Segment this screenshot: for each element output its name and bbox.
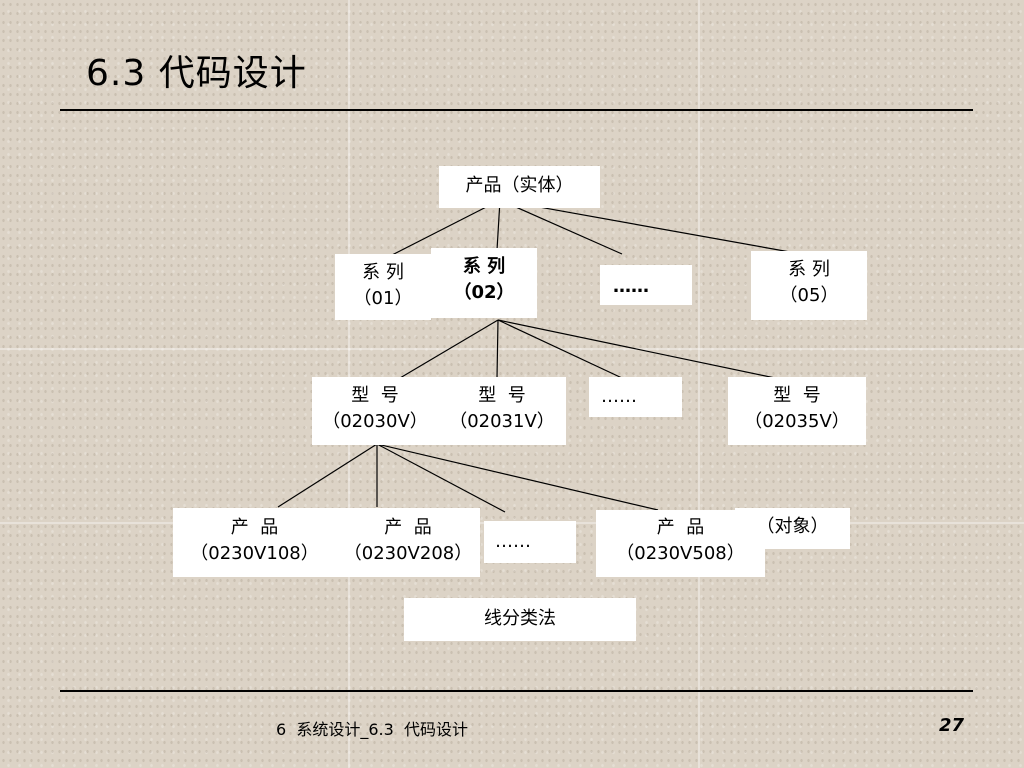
series-node-05: 系 列 （05）	[751, 251, 867, 320]
slide-title: 6.3 代码设计	[86, 53, 307, 94]
root-node: 产品（实体）	[439, 166, 600, 208]
product-node-0230v108: 产 品 （0230V108）	[173, 508, 336, 577]
series-node-title: 系 列	[788, 259, 830, 280]
series-node-code: （05）	[779, 285, 839, 306]
series-node-more: ……	[600, 265, 692, 305]
object-label-box: （对象）	[735, 508, 850, 549]
model-node-02030v: 型 号 （02030V）	[312, 377, 438, 445]
object-label: （对象）	[756, 516, 829, 537]
series-node-02: 系 列 （02）	[431, 248, 537, 318]
model-node-title: 型 号	[478, 385, 526, 406]
edge-root-series-more	[499, 199, 623, 255]
product-node-code: （0230V208）	[343, 543, 473, 564]
product-node-more: ……	[484, 521, 576, 563]
model-node-code: （02030V）	[322, 411, 428, 432]
footer-text: 6 系统设计_6.3 代码设计	[276, 720, 468, 739]
ellipsis-label: ……	[495, 531, 531, 552]
product-node-0230v208: 产 品 （0230V208）	[336, 508, 480, 577]
ellipsis-label: ……	[601, 386, 637, 407]
method-label-box: 线分类法	[404, 598, 636, 641]
edge-series02-model-more	[497, 319, 623, 379]
title-underline	[60, 109, 973, 111]
edge-series02-model-02035v	[497, 319, 776, 379]
series-node-code: （02）	[453, 282, 515, 303]
series-node-title: 系 列	[462, 256, 506, 277]
footer-rule	[60, 690, 973, 692]
model-node-02031v: 型 号 （02031V）	[438, 377, 566, 445]
edge-root-series-02	[496, 199, 501, 251]
edge-series02-model-02031v	[496, 319, 499, 379]
ellipsis-label: ……	[613, 276, 649, 297]
edge-model-product-more	[376, 443, 506, 513]
product-node-code: （0230V508）	[616, 543, 745, 564]
edge-series02-model-02030v	[399, 319, 499, 379]
page-number: 27	[938, 715, 964, 736]
edge-model-product-0230v508	[376, 443, 659, 511]
model-node-title: 型 号	[351, 385, 399, 406]
series-node-code: （01）	[353, 288, 413, 309]
root-node-label: 产品（实体）	[465, 175, 574, 196]
model-node-code: （02035V）	[744, 411, 850, 432]
series-node-title: 系 列	[362, 262, 404, 283]
model-node-title: 型 号	[773, 385, 821, 406]
product-node-title: 产 品	[656, 517, 705, 538]
model-node-more: ……	[589, 377, 682, 417]
method-label: 线分类法	[484, 608, 556, 629]
product-node-title: 产 品	[230, 517, 279, 538]
product-node-code: （0230V108）	[190, 543, 319, 564]
edge-root-series-01	[391, 199, 501, 256]
product-node-title: 产 品	[384, 517, 432, 538]
model-node-02035v: 型 号 （02035V）	[728, 377, 866, 445]
edge-root-series-05	[499, 199, 791, 253]
series-node-01: 系 列 （01）	[335, 254, 431, 320]
edge-model-product-0230v108	[277, 443, 378, 508]
model-node-code: （02031V）	[449, 411, 555, 432]
